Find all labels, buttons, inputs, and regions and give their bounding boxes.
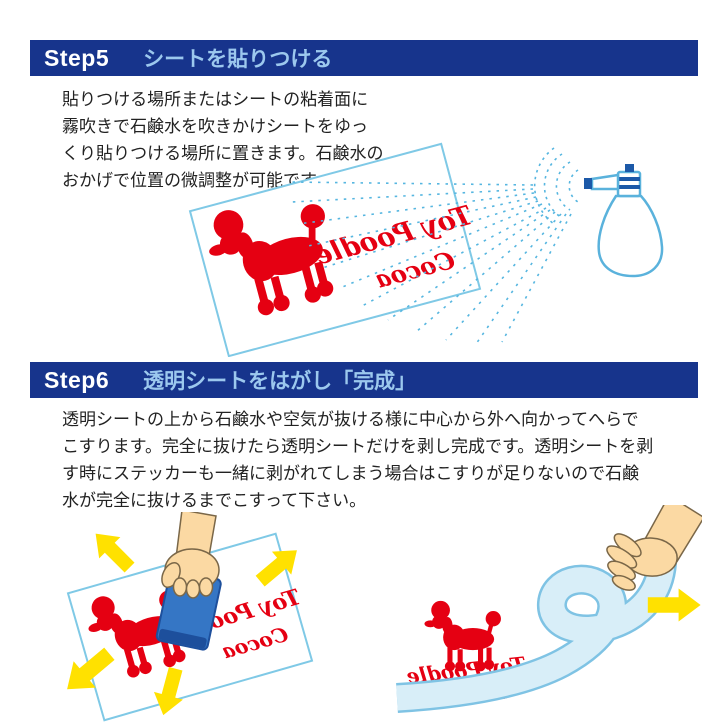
step5-header: Step5 シートを貼りつける bbox=[30, 40, 698, 76]
step6-squeegee-illustration: Toy Poodle Cocoa bbox=[56, 512, 314, 722]
step6-peel-illustration: Toy Poodle Cocoa bbox=[396, 505, 702, 713]
step5-illustration: Toy Poodle Cocoa bbox=[188, 142, 664, 357]
step6-body-text: 透明シートの上から石鹸水や空気が抜ける様に中心から外へ向かってへらで こすります… bbox=[62, 410, 654, 510]
yellow-arrow-up-left bbox=[85, 523, 141, 579]
peeling-hand-icon bbox=[606, 505, 702, 591]
spray-bottle-icon bbox=[584, 164, 664, 278]
spray-mist bbox=[289, 147, 579, 345]
step6-title: 透明シートをはがし「完成」 bbox=[143, 370, 417, 393]
step5-body-text: 貼りつける場所またはシートの粘着面に 霧吹きで石鹸水を吹きかけシートをゆっ くり… bbox=[62, 90, 384, 190]
squeegee-hand-icon bbox=[155, 512, 222, 651]
step5-title: シートを貼りつける bbox=[143, 48, 333, 71]
step5-label: Step5 bbox=[44, 44, 110, 71]
step6-label: Step6 bbox=[44, 366, 110, 393]
step6-header: Step6 透明シートをはがし「完成」 bbox=[30, 362, 698, 398]
sticker-sheet: Toy Poodle Cocoa bbox=[188, 142, 482, 357]
transparent-sheet bbox=[396, 541, 679, 713]
